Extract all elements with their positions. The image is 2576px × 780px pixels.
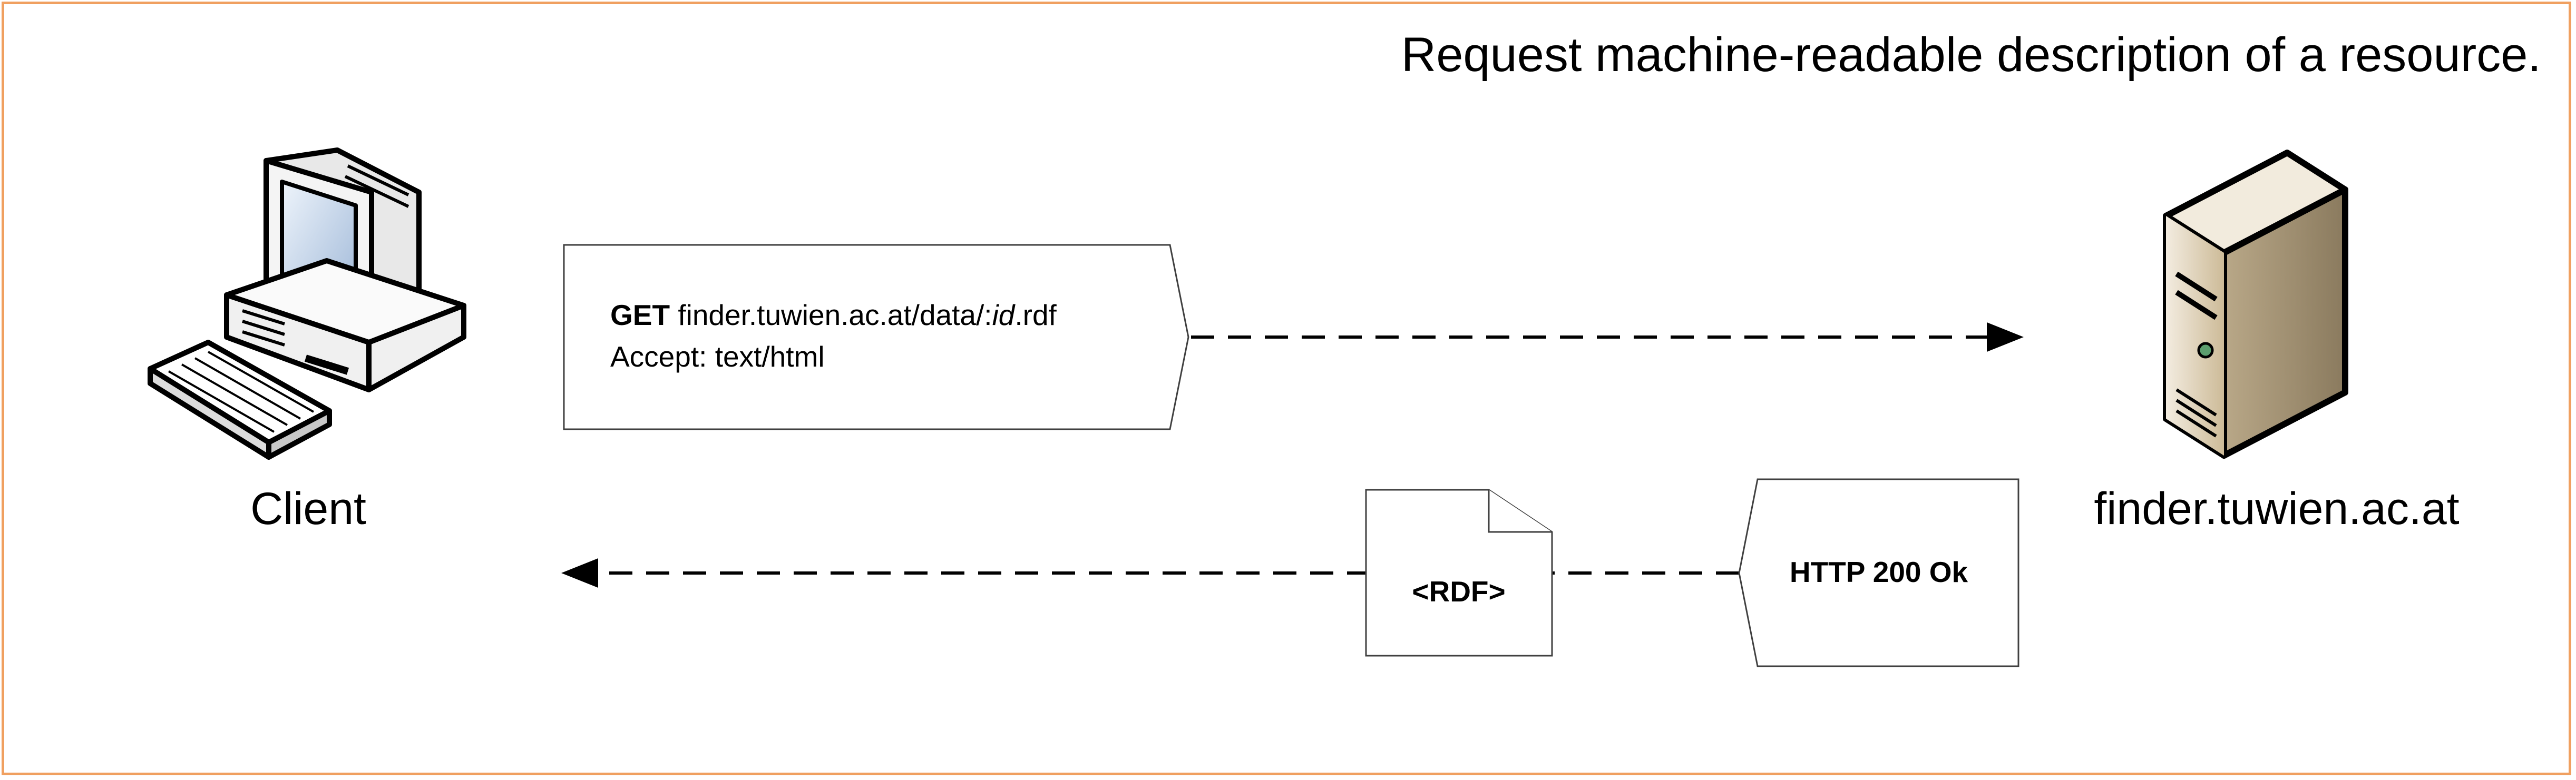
request-arrow — [1191, 322, 2024, 352]
request-message-box: GET finder.tuwien.ac.at/data/:id.rdf Acc… — [563, 244, 1189, 430]
request-url-suffix: .rdf — [1014, 299, 1057, 331]
response-arrow — [561, 558, 1739, 588]
request-accept-header: Accept: text/html — [610, 340, 825, 373]
document-page-icon: <RDF> — [1365, 489, 1553, 657]
server-label: finder.tuwien.ac.at — [2094, 483, 2459, 534]
diagram-title: Request machine-readable description of … — [1401, 28, 2541, 82]
response-document: <RDF> — [1412, 575, 1505, 608]
response-status: HTTP 200 Ok — [1790, 556, 1968, 588]
response-status-box: HTTP 200 Ok — [1738, 478, 2019, 667]
request-url-id: id — [992, 299, 1016, 331]
client-label: Client — [250, 483, 366, 534]
server-tower-icon — [2163, 150, 2348, 459]
request-line: GET finder.tuwien.ac.at/data/:id.rdf — [610, 299, 1057, 331]
request-url-prefix: finder.tuwien.ac.at/data/: — [678, 299, 992, 331]
request-method: GET — [610, 299, 670, 331]
desktop-computer-icon — [148, 147, 466, 460]
